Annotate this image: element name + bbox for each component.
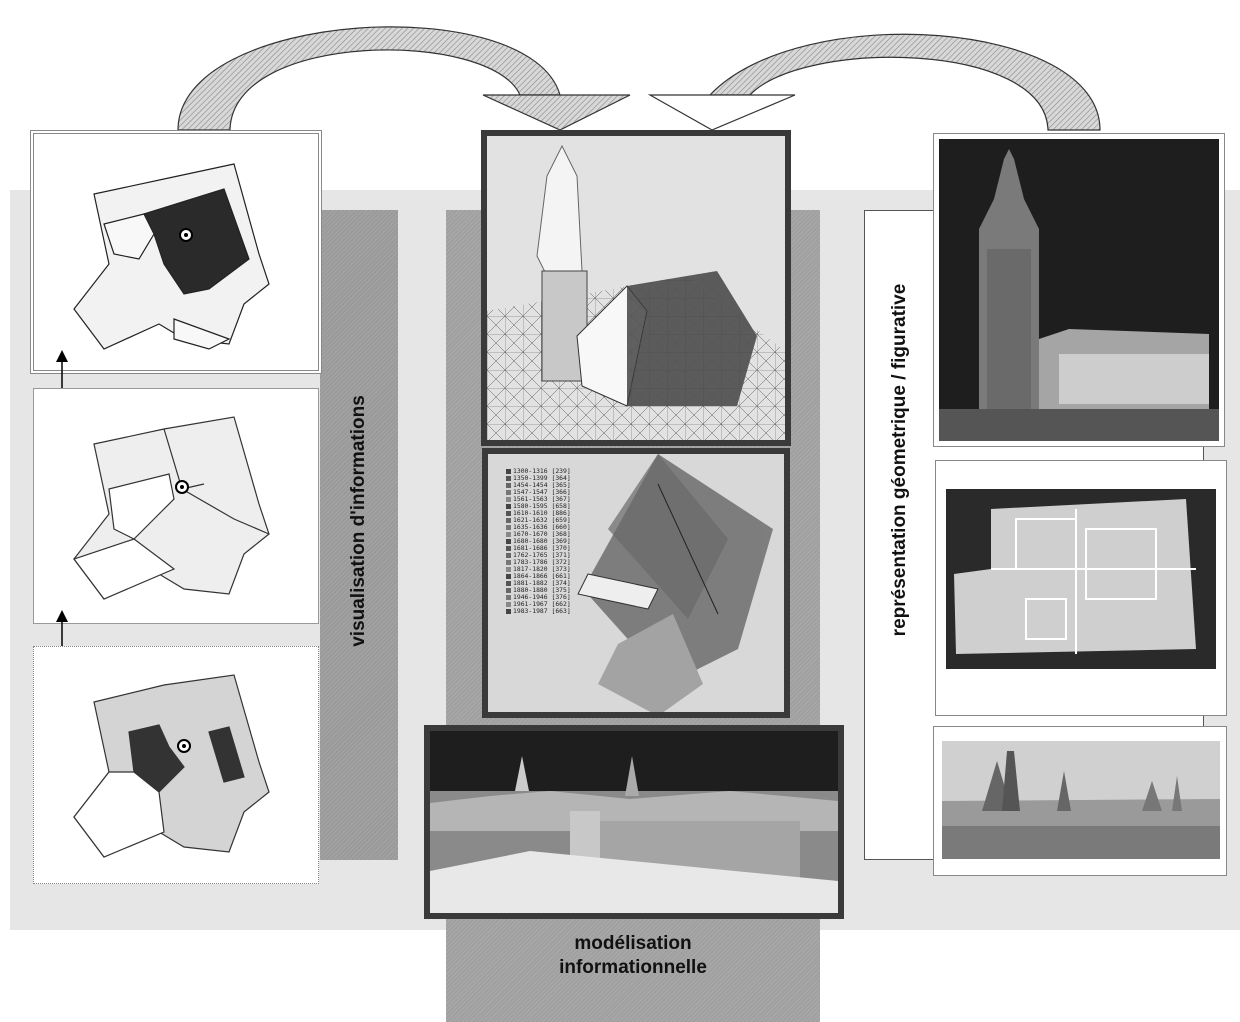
legend-text: 1961-1967 [662] <box>513 600 571 608</box>
legend-text: 1864-1866 [661] <box>513 572 571 580</box>
legend-swatch <box>506 531 511 537</box>
legend-text: 1610-1610 [886] <box>513 509 571 517</box>
legend-swatch <box>506 573 511 579</box>
legend-swatch <box>506 601 511 607</box>
legend-swatch <box>506 594 511 600</box>
wireframe-model-panel <box>481 130 791 446</box>
legend-entry: 1547-1547 [366] <box>506 489 571 496</box>
legend-entry: 1561-1563 [367] <box>506 496 571 503</box>
legend-text: 1880-1880 [375] <box>513 586 571 594</box>
legend-swatch <box>506 566 511 572</box>
right-curved-arrow <box>708 33 1101 131</box>
legend-text: 1817-1820 [373] <box>513 565 571 573</box>
top-arrows <box>177 26 1101 131</box>
chronology-legend: 1300-1316 [239]1350-1399 [364]1454-1454 … <box>506 468 571 615</box>
legend-swatch <box>506 524 511 530</box>
legend-swatch <box>506 489 511 495</box>
legend-entry: 1983-1987 [663] <box>506 608 571 615</box>
legend-text: 1670-1670 [368] <box>513 530 571 538</box>
legend-text: 1580-1595 [658] <box>513 502 571 510</box>
legend-entry: 1762-1765 [371] <box>506 552 571 559</box>
legend-swatch <box>506 545 511 551</box>
legend-text: 1762-1765 [371] <box>513 551 571 559</box>
legend-entry: 1635-1636 [660] <box>506 524 571 531</box>
legend-swatch <box>506 538 511 544</box>
legend-text: 1881-1882 [374] <box>513 579 571 587</box>
left-axis-label: visualisation d'informations <box>348 395 369 647</box>
legend-text: 1350-1399 [364] <box>513 474 571 482</box>
floor-plan-panel <box>935 460 1227 716</box>
city-model-panorama <box>424 725 844 919</box>
legend-swatch <box>506 587 511 593</box>
legend-entry: 1670-1670 [368] <box>506 531 571 538</box>
legend-swatch <box>506 559 511 565</box>
legend-text: 1300-1316 [239] <box>513 467 571 475</box>
map-panel-top <box>30 130 322 374</box>
legend-text: 1635-1636 [660] <box>513 523 571 531</box>
bottom-label-line-1: modélisation <box>574 933 692 954</box>
legend-entry: 1610-1610 [886] <box>506 510 571 517</box>
town-hall-render-panel <box>933 133 1225 447</box>
legend-entry: 1961-1967 [662] <box>506 601 571 608</box>
left-arrow-head <box>482 94 631 131</box>
legend-text: 1454-1454 [365] <box>513 481 571 489</box>
legend-entry: 1681-1686 [370] <box>506 545 571 552</box>
legend-swatch <box>506 510 511 516</box>
legend-entry: 1300-1316 [239] <box>506 468 571 475</box>
legend-entry: 1350-1399 [364] <box>506 475 571 482</box>
legend-entry: 1880-1880 [375] <box>506 587 571 594</box>
legend-text: 1681-1686 [370] <box>513 544 571 552</box>
map-panel-middle <box>33 388 319 624</box>
legend-entry: 1783-1786 [372] <box>506 559 571 566</box>
legend-swatch <box>506 580 511 586</box>
historic-painting-panel <box>933 726 1227 876</box>
left-curved-arrow <box>177 26 561 131</box>
right-arrow-head <box>647 94 796 131</box>
map-panel-bottom <box>33 646 319 884</box>
legend-entry: 1621-1632 [659] <box>506 517 571 524</box>
left-column-bar: visualisation d'informations <box>320 210 398 860</box>
legend-entry: 1580-1595 [658] <box>506 503 571 510</box>
legend-text: 1561-1563 [367] <box>513 495 571 503</box>
bottom-label: modélisation informationnelle <box>446 932 820 980</box>
legend-swatch <box>506 468 511 474</box>
chronology-plan-panel: 1300-1316 [239]1350-1399 [364]1454-1454 … <box>482 448 790 718</box>
legend-text: 1783-1786 [372] <box>513 558 571 566</box>
legend-swatch <box>506 496 511 502</box>
legend-entry: 1817-1820 [373] <box>506 566 571 573</box>
legend-entry: 1454-1454 [365] <box>506 482 571 489</box>
legend-swatch <box>506 517 511 523</box>
legend-text: 1946-1946 [376] <box>513 593 571 601</box>
legend-swatch <box>506 475 511 481</box>
right-axis-label: représentation géometrique / figurative <box>889 283 910 637</box>
legend-swatch <box>506 503 511 509</box>
legend-swatch <box>506 552 511 558</box>
bottom-label-line-2: informationnelle <box>559 957 707 978</box>
legend-swatch <box>506 608 511 614</box>
legend-entry: 1946-1946 [376] <box>506 594 571 601</box>
legend-swatch <box>506 482 511 488</box>
legend-entry: 1680-1680 [369] <box>506 538 571 545</box>
legend-text: 1680-1680 [369] <box>513 537 571 545</box>
legend-text: 1983-1987 [663] <box>513 607 571 615</box>
legend-text: 1621-1632 [659] <box>513 516 571 524</box>
legend-entry: 1881-1882 [374] <box>506 580 571 587</box>
legend-text: 1547-1547 [366] <box>513 488 571 496</box>
legend-entry: 1864-1866 [661] <box>506 573 571 580</box>
